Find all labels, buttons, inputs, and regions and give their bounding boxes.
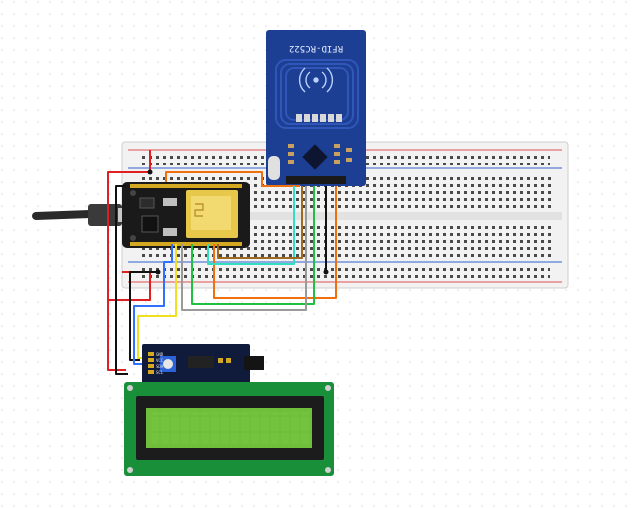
lcd-display — [124, 382, 334, 476]
rfid-label: RFID-RC522 — [289, 43, 343, 53]
wire-orange — [165, 171, 300, 187]
i2c-pin-label-gnd: GND — [156, 352, 164, 357]
usb-chip — [141, 215, 159, 233]
rfid-module — [266, 30, 366, 186]
wire-teal — [207, 186, 295, 265]
backlight-jumper — [244, 356, 264, 370]
rail-holes-bottom — [140, 266, 550, 278]
wire-red-vcc — [107, 171, 150, 371]
crystal — [268, 156, 280, 180]
wire-brown — [217, 186, 303, 259]
junction-dots — [147, 169, 329, 275]
nodemcu-board — [122, 182, 250, 248]
rc522-chip — [302, 144, 328, 170]
i2c-pin-label-sda: SDA — [156, 364, 164, 369]
wire-black-gnd — [115, 185, 128, 375]
wireless-icon — [298, 67, 334, 93]
button-flash — [163, 198, 177, 206]
pcf8574-chip — [188, 356, 214, 368]
wire-green — [191, 186, 315, 305]
wire-gray — [181, 186, 307, 311]
i2c-pins — [148, 352, 154, 374]
wires — [107, 150, 337, 375]
i2c-pin-label-vcc: VCC — [156, 358, 164, 363]
wire-yellow — [137, 244, 177, 359]
antenna-trace — [194, 203, 204, 217]
wire-blue — [133, 244, 173, 365]
button-reset — [163, 228, 177, 236]
center-channel — [128, 212, 562, 220]
rfid-header — [286, 176, 346, 184]
i2c-pin-label-scl: SCL — [156, 370, 164, 375]
